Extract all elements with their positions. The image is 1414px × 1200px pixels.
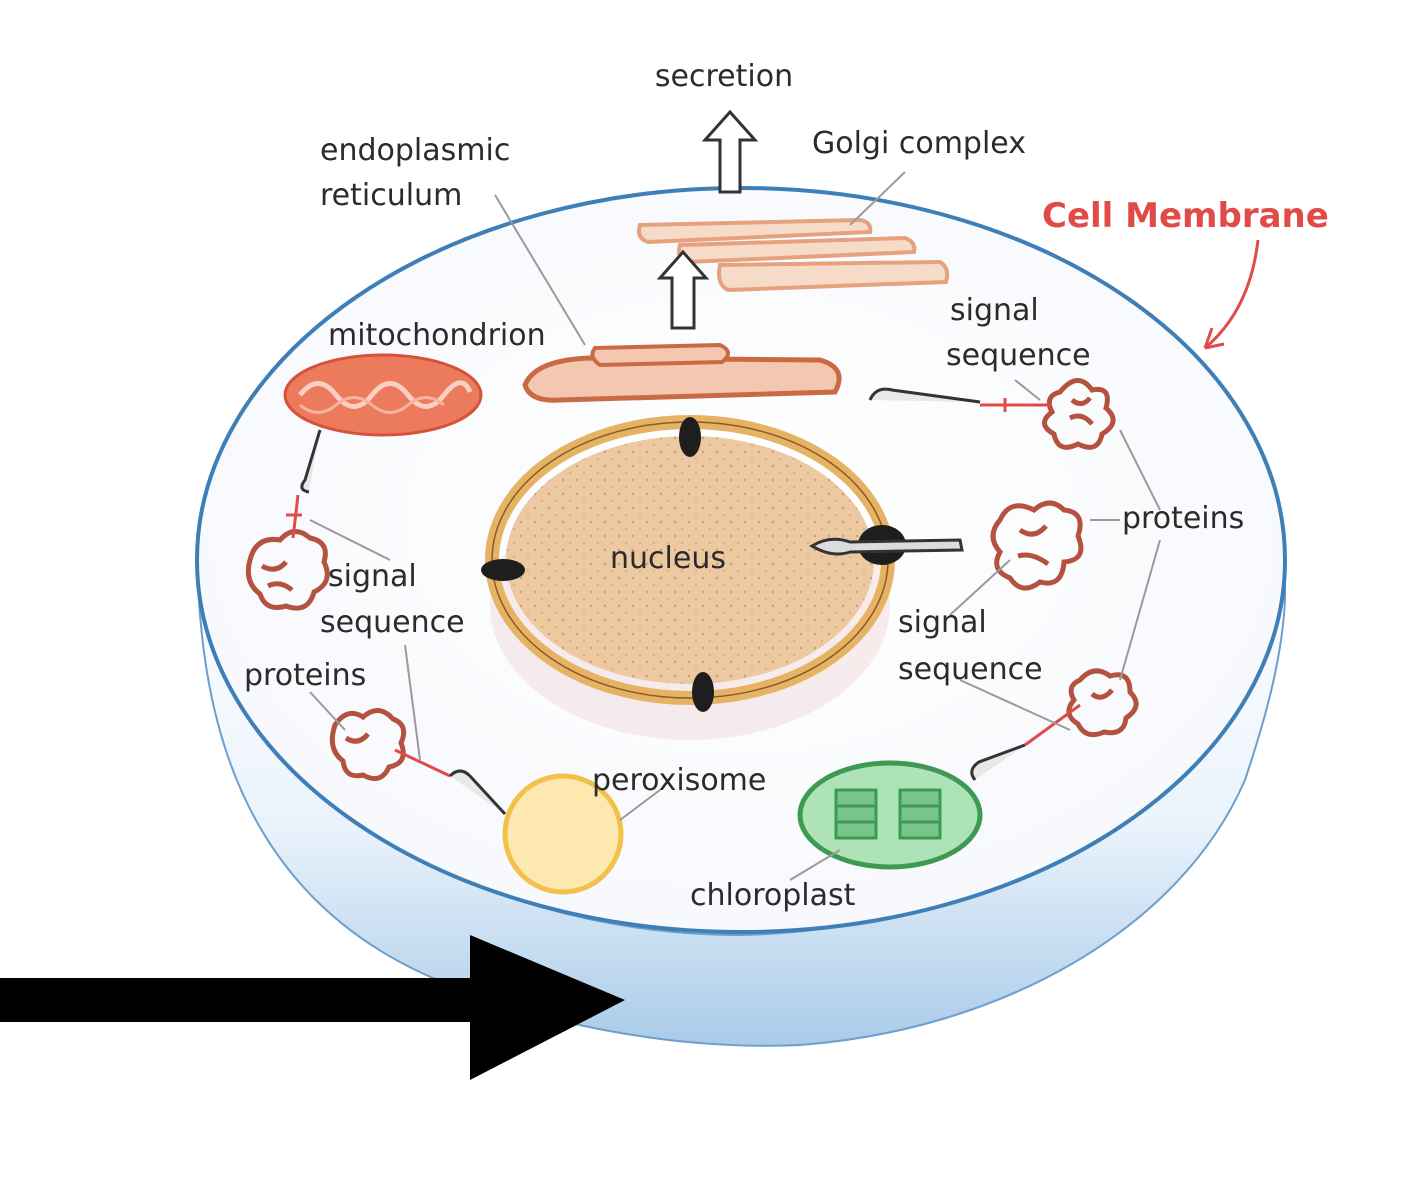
signal-sequence-mito [286,429,322,539]
label-reticulum: reticulum [320,178,462,213]
label-proteins-left: proteins [244,658,366,693]
protein-mitochondrion-bound [245,529,330,611]
vesicle-transport-arrow [656,249,710,330]
label-cell-membrane: Cell Membrane [1042,196,1329,236]
mitochondrion [283,353,483,437]
nuclear-pore [481,559,525,581]
chloroplast [797,760,983,870]
endoplasmic-reticulum [522,342,842,403]
pointer-arrow [0,935,625,1080]
label-endoplasmic: endoplasmic [320,133,510,168]
nuclear-pore [692,672,714,712]
label-sequence-er: sequence [946,338,1091,373]
cell-membrane-callout [1203,239,1260,350]
protein-peroxisome-bound [329,708,407,782]
protein-chloroplast-bound [1066,668,1139,738]
signal-sequence-peroxisome [394,748,507,816]
label-peroxisome: peroxisome [592,763,766,798]
peroxisome [502,773,624,895]
label-signal-left: signal [328,559,417,594]
label-golgi-complex: Golgi complex [812,126,1026,161]
protein-nucleus-bound [990,500,1084,591]
signal-sequence-chloroplast [970,703,1081,781]
label-secretion: secretion [655,59,793,94]
leader-lines [309,171,1161,881]
label-signal-er: signal [950,293,1039,328]
nuclear-pore [679,417,701,457]
secretion-arrow [701,109,759,194]
nuclear-import-protein [809,537,964,556]
golgi-complex [637,217,950,293]
label-chloroplast: chloroplast [690,878,856,913]
nucleus [481,415,906,740]
label-proteins-right: proteins [1122,501,1244,536]
protein-er-bound [1042,378,1116,450]
label-nucleus: nucleus [610,541,726,576]
signal-sequence-er [868,387,1052,412]
label-sequence-nucleus: sequence [898,652,1043,687]
label-sequence-left: sequence [320,605,465,640]
label-signal-nucleus: signal [898,605,987,640]
label-mitochondrion: mitochondrion [328,318,546,353]
